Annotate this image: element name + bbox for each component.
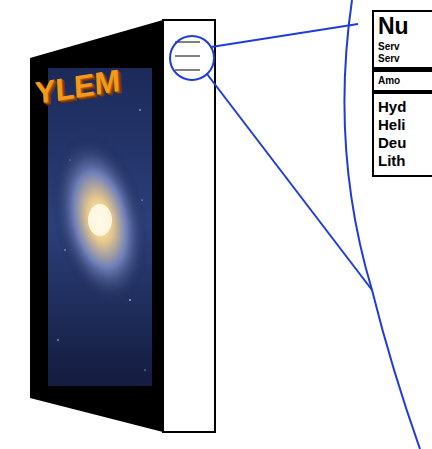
ingredient: Deu: [374, 134, 432, 152]
serving-line: Serv: [374, 53, 432, 73]
box-front: [30, 20, 163, 432]
magnifier-circle: [170, 36, 214, 80]
label-lines: [175, 42, 200, 70]
label-heading: Nu: [374, 12, 432, 39]
magnifier-ray: [211, 24, 358, 47]
ingredient: Heli: [374, 116, 432, 134]
galaxy-disc: [37, 124, 164, 315]
galaxy-core: [88, 204, 112, 236]
serving-line: Serv: [374, 39, 432, 53]
ingredient: Hyd: [374, 94, 432, 116]
amount-line: Amo: [374, 72, 432, 94]
box-side: [163, 20, 215, 432]
nutrition-label: NuServServAmoHydHeliDeuLith: [372, 10, 432, 177]
magnifier-ray: [207, 74, 372, 290]
ingredient: Lith: [374, 152, 432, 175]
